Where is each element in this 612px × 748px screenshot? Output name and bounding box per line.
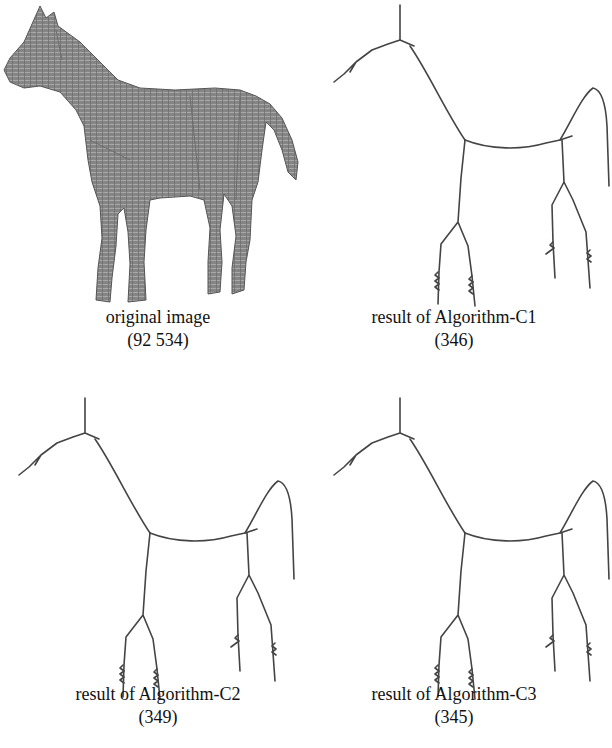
figure-caption: result of Algorithm-C1 bbox=[300, 306, 608, 328]
voxel-count: (349) bbox=[4, 706, 312, 728]
voxel-horse bbox=[4, 6, 298, 302]
skeleton-c2 bbox=[19, 398, 294, 699]
voxel-count: (346) bbox=[300, 329, 608, 351]
figure-caption: original image bbox=[4, 306, 312, 328]
skeleton-c1 bbox=[334, 5, 609, 306]
voxel-count: (92 534) bbox=[4, 329, 312, 351]
voxel-count: (345) bbox=[300, 706, 608, 728]
figure-caption: result of Algorithm-C2 bbox=[4, 683, 312, 705]
skeleton-c3 bbox=[334, 398, 609, 699]
figure-caption: result of Algorithm-C3 bbox=[300, 683, 608, 705]
